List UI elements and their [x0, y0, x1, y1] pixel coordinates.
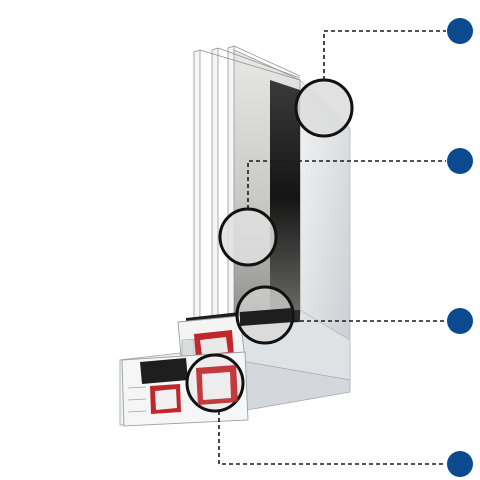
leader-line-2	[247, 160, 446, 209]
magnifier-lens-2	[218, 207, 278, 267]
magnifier-lens-3	[235, 285, 295, 345]
magnifier-lens-1	[294, 78, 354, 138]
hotspot-glazing-button[interactable]	[447, 18, 473, 44]
leader-line-1	[323, 30, 446, 80]
magnifier-lens-4	[185, 353, 245, 413]
leader-line-4	[218, 411, 446, 465]
hotspot-frame-profile-button[interactable]	[447, 451, 473, 477]
marker-dot-4	[447, 451, 473, 477]
marker-dot-2	[447, 148, 473, 174]
hotspot-glass-sheets-button[interactable]	[447, 148, 473, 174]
marker-dot-3	[447, 308, 473, 334]
marker-dot-1	[447, 18, 473, 44]
hotspot-seal-button[interactable]	[447, 308, 473, 334]
